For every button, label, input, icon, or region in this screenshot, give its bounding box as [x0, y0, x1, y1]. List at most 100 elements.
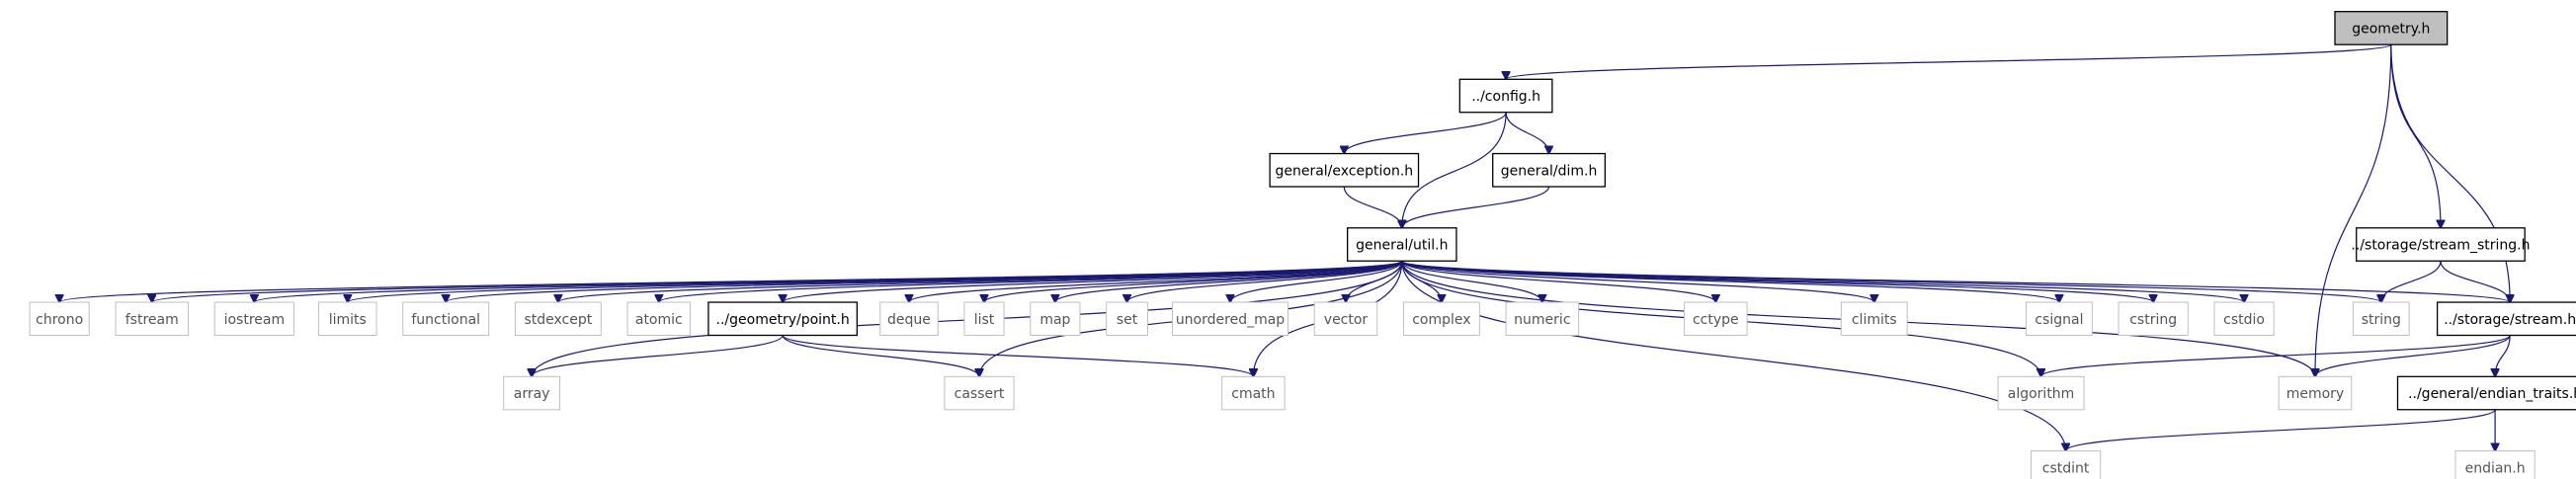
node-label: list — [974, 312, 995, 328]
node-box — [2454, 450, 2535, 479]
node-label: fstream — [125, 312, 179, 328]
node-box — [1505, 301, 1580, 337]
node-label: csignal — [2035, 312, 2083, 328]
nodes-layer: geometry.h ../config.h general/exception.h… — [29, 11, 2576, 479]
node-label: geometry.h — [2352, 21, 2430, 37]
node-dim[interactable]: general/dim.h — [1492, 152, 1607, 188]
edge-util-to-unordered_map — [1230, 261, 1403, 302]
node-label: ../general/endian_traits.h — [2408, 386, 2576, 402]
edge-dim-to-util — [1402, 186, 1550, 228]
node-box — [2213, 301, 2275, 337]
node-label: ../storage/stream_string.h — [2351, 238, 2530, 254]
node-label: atomic — [635, 312, 683, 328]
node-label: general/dim.h — [1501, 163, 1598, 179]
node-memory: memory — [2278, 375, 2353, 411]
node-vector: vector — [1313, 301, 1378, 337]
node-cmath: cmath — [1221, 375, 1286, 411]
node-label: memory — [2286, 386, 2345, 402]
edge-stream-to-memory — [2315, 335, 2511, 377]
edge-exception-to-util — [1343, 186, 1401, 228]
node-box — [1347, 227, 1457, 262]
node-box — [707, 301, 858, 337]
node-label: cctype — [1693, 312, 1739, 328]
node-label: climits — [1852, 312, 1897, 328]
node-numeric: numeric — [1505, 301, 1580, 337]
node-label: stdexcept — [524, 312, 592, 328]
node-label: set — [1117, 312, 1138, 328]
edge-stream_string-to-stream — [2440, 261, 2510, 302]
node-label: array — [514, 386, 550, 402]
node-stream_string[interactable]: ../storage/stream_string.h — [2351, 227, 2531, 262]
node-label: limits — [329, 312, 367, 328]
node-functional: functional — [402, 301, 490, 337]
node-box — [115, 301, 190, 337]
node-box — [1458, 78, 1553, 114]
node-unordered_map: unordered_map — [1172, 301, 1289, 337]
node-limits: limits — [318, 301, 377, 337]
node-stream[interactable]: ../storage/stream.h — [2436, 301, 2576, 337]
edge-geometry-to-memory — [2315, 44, 2392, 376]
node-endian: endian.h — [2454, 450, 2535, 479]
node-box — [1269, 152, 1420, 188]
node-label: unordered_map — [1176, 312, 1285, 328]
node-climits: climits — [1840, 301, 1908, 337]
edge-util-to-numeric — [1401, 261, 1542, 302]
node-label: cstdint — [2042, 460, 2090, 476]
node-label: ../geometry/point.h — [716, 312, 850, 328]
edge-util-to-cctype — [1401, 260, 1716, 302]
edge-util-to-cstdio — [1401, 260, 2244, 302]
edge-point-to-array — [532, 335, 784, 377]
node-label: numeric — [1514, 312, 1570, 328]
node-box — [1997, 375, 2085, 411]
edge-util-to-stream — [1401, 260, 2510, 302]
node-box — [2278, 375, 2353, 411]
node-cctype: cctype — [1684, 301, 1748, 337]
node-util[interactable]: general/util.h — [1347, 227, 1457, 262]
node-complex: complex — [1402, 301, 1480, 337]
node-algorithm: algorithm — [1997, 375, 2085, 411]
edge-geometry-to-stream — [2390, 44, 2510, 302]
node-point[interactable]: ../geometry/point.h — [707, 301, 858, 337]
node-label: ../config.h — [1471, 89, 1540, 105]
node-box — [402, 301, 490, 337]
edge-config-to-dim — [1505, 112, 1548, 154]
node-box — [1106, 301, 1148, 337]
node-cassert: cassert — [944, 375, 1015, 411]
node-box — [2118, 301, 2189, 337]
edge-stream-to-endian_traits — [2495, 335, 2511, 377]
edge-stream-to-algorithm — [2041, 334, 2511, 377]
node-box — [944, 375, 1015, 411]
node-list: list — [963, 301, 1005, 337]
node-box — [2334, 11, 2449, 45]
node-label: vector — [1324, 312, 1369, 328]
edge-geometry-to-config — [1506, 43, 2392, 79]
node-cstdio: cstdio — [2213, 301, 2275, 337]
node-box — [2026, 301, 2093, 337]
node-box — [1030, 301, 1081, 337]
node-box — [626, 301, 692, 337]
edge-config-to-util — [1402, 112, 1507, 228]
node-box — [1684, 301, 1748, 337]
node-label: iostream — [224, 312, 286, 328]
edge-point-to-cassert — [782, 335, 979, 377]
node-atomic: atomic — [626, 301, 692, 337]
node-box — [1172, 301, 1289, 337]
edge-util-to-set — [1127, 260, 1403, 302]
node-box — [1492, 152, 1607, 188]
edge-endian_traits-to-cstdint — [2066, 409, 2496, 451]
node-geometry[interactable]: geometry.h — [2334, 11, 2449, 45]
node-chrono: chrono — [29, 301, 90, 337]
node-iostream: iostream — [213, 301, 294, 337]
edge-util-to-atomic — [659, 260, 1403, 302]
node-stdexcept: stdexcept — [514, 301, 602, 337]
node-config[interactable]: ../config.h — [1458, 78, 1553, 114]
node-box — [2356, 227, 2526, 262]
edge-config-to-exception — [1344, 112, 1507, 154]
node-endian_traits[interactable]: ../general/endian_traits.h — [2396, 375, 2576, 411]
node-label: cassert — [955, 386, 1005, 402]
node-array: array — [503, 375, 561, 411]
node-exception[interactable]: general/exception.h — [1269, 152, 1420, 188]
node-set: set — [1106, 301, 1148, 337]
node-fstream: fstream — [115, 301, 190, 337]
